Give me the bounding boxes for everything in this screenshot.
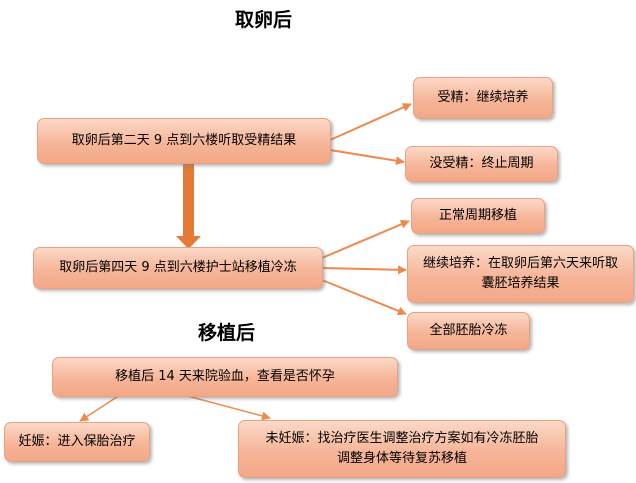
node-freeze-all: 全部胚胎冷冻: [407, 312, 530, 350]
node-not-pregnant: 未妊娠：找治疗医生调整治疗方案如有冷冻胚胎调整身体等待复苏移植: [238, 420, 566, 478]
retrieval-section-title: 取卵后: [235, 9, 293, 31]
arrow-day2-to-fertilized: [329, 103, 412, 141]
node-normal-transfer: 正常周期移植: [411, 198, 545, 234]
node-blood-test: 移植后 14 天来院验血，查看是否怀孕: [52, 357, 398, 397]
arrow-test-to-pregnant: [79, 394, 121, 422]
arrow-day4-to-continue-culture: [321, 265, 407, 275]
arrow-day2-to-not-fertilized: [329, 149, 405, 166]
arrow-day4-to-normal-transfer: [321, 220, 410, 259]
node-day4-transfer-freeze: 取卵后第四天 9 点到六楼护士站移植冷冻: [33, 247, 323, 289]
transfer-section-title: 移植后: [198, 322, 256, 344]
arrow-day4-to-freeze-all: [321, 279, 407, 316]
node-not-fertilized: 没受精：终止周期: [405, 146, 558, 182]
node-day2-results: 取卵后第二天 9 点到六楼听取受精结果: [37, 118, 331, 164]
big-down-arrow: [176, 164, 201, 249]
node-continue-culture: 继续培养：在取卵后第六天来听取囊胚培养结果: [407, 245, 634, 303]
node-fertilized: 受精：继续培养: [413, 77, 553, 119]
arrow-test-to-not-pregnant: [179, 393, 271, 421]
node-pregnant: 妊娠：进入保胎治疗: [4, 422, 150, 462]
